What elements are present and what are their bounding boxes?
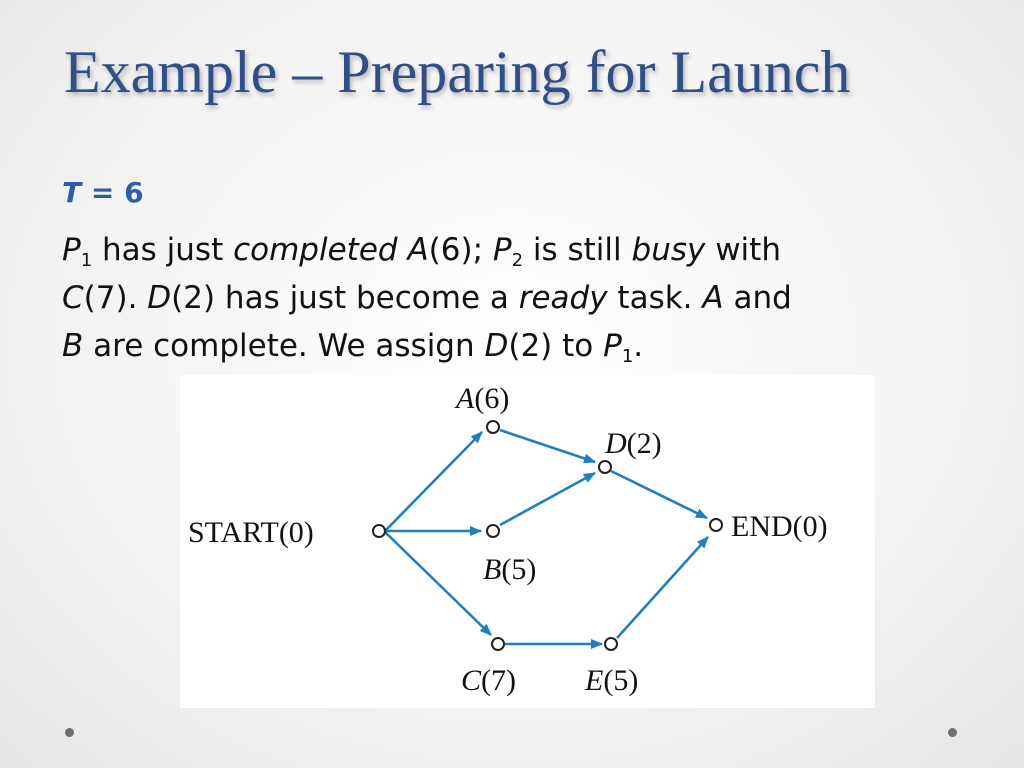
corner-dot-right bbox=[948, 728, 957, 737]
text: (2) to bbox=[508, 328, 604, 364]
text: is still bbox=[523, 232, 632, 268]
subscript: 1 bbox=[80, 250, 93, 271]
text: (2) has just become a bbox=[171, 280, 519, 316]
task-graph-svg: START(0) A(6) B(5) C(7) D(2) E(5) END(0) bbox=[188, 382, 828, 697]
description-line-1: P1 has just completed A(6); P2 is still … bbox=[62, 226, 992, 274]
text: has just bbox=[92, 232, 234, 268]
label-start: START(0) bbox=[188, 516, 314, 549]
node-a bbox=[486, 420, 500, 434]
label-a: A(6) bbox=[454, 382, 509, 415]
subscript: 2 bbox=[511, 250, 524, 271]
label-d: D(2) bbox=[604, 427, 662, 460]
slide-title: Example – Preparing for Launch bbox=[64, 39, 851, 105]
label-c: C(7) bbox=[461, 664, 516, 697]
label-e: E(5) bbox=[584, 664, 638, 697]
emphasis-ready: ready bbox=[518, 280, 608, 316]
time-value: = 6 bbox=[81, 176, 144, 209]
node-d bbox=[598, 460, 612, 474]
var-d: D bbox=[147, 280, 172, 316]
var-p: P bbox=[492, 232, 512, 268]
text: and bbox=[723, 280, 792, 316]
node-b bbox=[486, 524, 500, 538]
edge-start-c bbox=[384, 531, 492, 636]
label-b: B(5) bbox=[483, 553, 536, 586]
text: with bbox=[705, 232, 781, 268]
time-variable: T bbox=[62, 176, 82, 209]
description-line-3: B are complete. We assign D(2) to P1. bbox=[62, 322, 992, 370]
var-c: C bbox=[62, 280, 84, 316]
text bbox=[398, 232, 408, 268]
var-b: B bbox=[62, 328, 84, 364]
emphasis-completed: completed bbox=[233, 232, 398, 268]
corner-dot-left bbox=[65, 728, 74, 737]
edge-b-d bbox=[499, 471, 596, 527]
description-paragraph: P1 has just completed A(6); P2 is still … bbox=[62, 226, 992, 370]
time-heading: T = 6 bbox=[62, 176, 144, 209]
var-a: A bbox=[407, 232, 429, 268]
label-end: END(0) bbox=[731, 510, 828, 543]
var-a: A bbox=[702, 280, 724, 316]
node-end bbox=[709, 518, 723, 532]
var-d: D bbox=[484, 328, 509, 364]
edge-start-a bbox=[384, 431, 483, 532]
edge-e-end bbox=[616, 536, 709, 639]
text: are complete. We assign bbox=[83, 328, 485, 364]
var-p: P bbox=[62, 232, 81, 268]
node-e bbox=[604, 637, 618, 651]
node-c bbox=[491, 637, 505, 651]
text: (6); bbox=[428, 232, 493, 268]
node-start bbox=[372, 524, 386, 538]
text: . bbox=[633, 328, 644, 364]
text: (7). bbox=[83, 280, 148, 316]
emphasis-busy: busy bbox=[631, 232, 706, 268]
text: task. bbox=[607, 280, 703, 316]
description-line-2: C(7). D(2) has just become a ready task.… bbox=[62, 274, 992, 322]
edge-d-end bbox=[610, 469, 708, 520]
edge-a-d bbox=[499, 428, 596, 464]
subscript: 1 bbox=[621, 346, 634, 367]
var-p: P bbox=[603, 328, 622, 364]
task-graph-diagram: START(0) A(6) B(5) C(7) D(2) E(5) END(0) bbox=[180, 375, 875, 708]
